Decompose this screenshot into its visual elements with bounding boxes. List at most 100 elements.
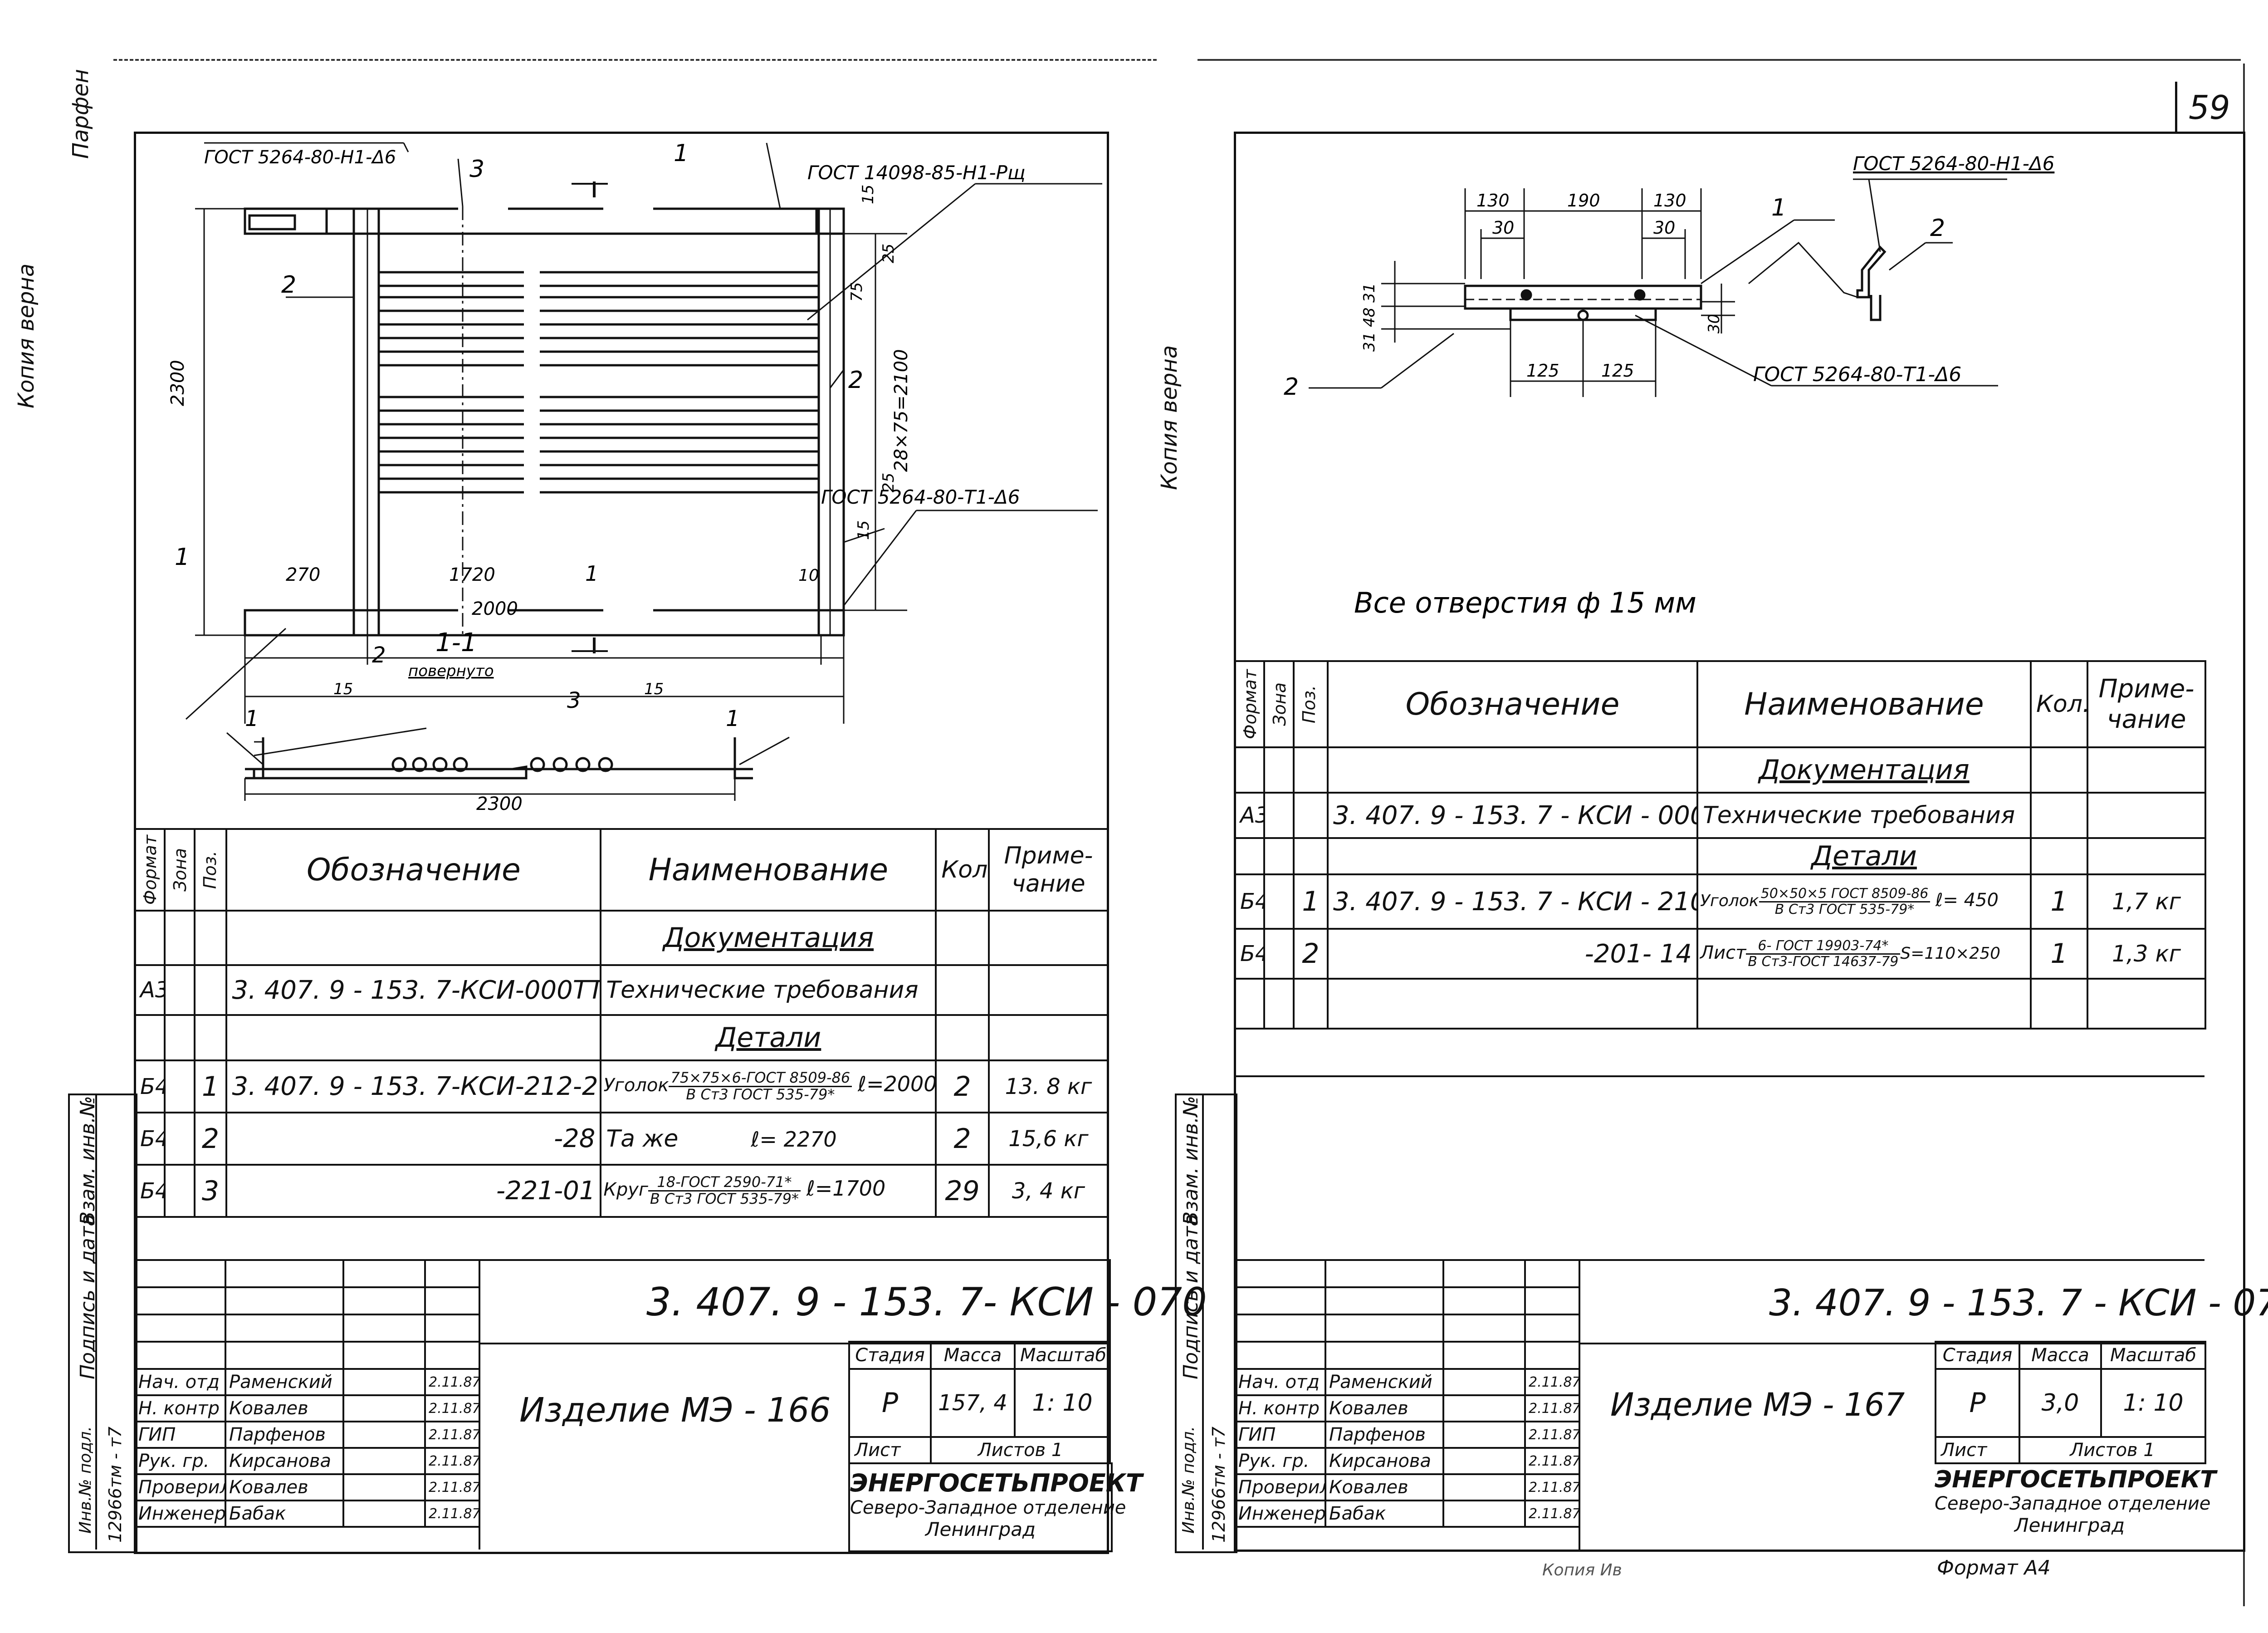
hdr-format: Формат	[134, 828, 166, 912]
table-row: Б42 -28 Та жеℓ= 2270 215,6 кг	[134, 1112, 1110, 1166]
r-doc-code: 3. 407. 9 - 153. 7 - КСИ - 071	[1769, 1282, 2268, 1324]
hdr-note: Приме-чание	[987, 828, 1110, 912]
inv-no-left: 12966тм - т7	[105, 1427, 125, 1543]
left-drawing: ГОСТ 5264-80-Н1-Δ6 ГОСТ 14098-85-Н1-Рщ Г…	[167, 140, 1102, 814]
dim-15-bottom: 15	[855, 520, 873, 540]
section-pos-2: 2	[372, 642, 386, 668]
dim-25-bottom: 25	[880, 473, 898, 492]
page-number-box	[2175, 82, 2245, 134]
bottom-copy-note: Копия Ив	[1542, 1561, 1622, 1579]
gost-bottom: ГОСТ 5264-80-Т1-Δ6	[1753, 363, 1961, 386]
dim-270: 270	[286, 564, 320, 585]
dim-15-top: 15	[859, 185, 877, 204]
r-dim-30b: 30	[1653, 218, 1675, 238]
doc-code: 3. 407. 9 - 153. 7- КСИ - 070	[646, 1280, 1207, 1325]
section-pos-1-right: 1	[726, 706, 740, 731]
band-label-inv: Инв.№ подл.	[76, 1426, 95, 1534]
pos-2-right: 2	[848, 367, 863, 394]
r-dim-125a: 125	[1526, 361, 1559, 381]
dim-25-top: 25	[880, 244, 898, 263]
pos-1-bottom: 1	[175, 544, 190, 571]
dim-10: 10	[798, 566, 819, 585]
right-side-band	[1175, 1094, 1237, 1553]
right-spec-table: Формат Зона Поз. Обозначение Наименовани…	[1234, 660, 2206, 1030]
r-dim-30c: 30	[1705, 314, 1723, 333]
r-product-title: Изделие МЭ - 167	[1610, 1386, 1905, 1423]
table-row: Б41 3. 407. 9 - 153. 7-КСИ-212-27 Уголок…	[134, 1059, 1110, 1113]
dim-2000: 2000	[472, 598, 518, 619]
r-dim-190: 190	[1567, 191, 1600, 211]
r-dim-130a: 130	[1476, 191, 1510, 211]
hdr-designation: Обозначение	[225, 828, 602, 912]
top-dashed-line	[113, 59, 1157, 61]
band-label-replace: Взам. инв.№	[76, 1096, 99, 1225]
section-mark-bottom: 1	[585, 561, 598, 586]
r-band-label-sign: Подпись и дата	[1179, 1214, 1202, 1379]
r-pos-1: 1	[1771, 194, 1786, 221]
section-pos-1-left: 1	[245, 706, 259, 731]
holes-note: Все отверстия ф 15 мм	[1354, 586, 1696, 619]
section-dim-15-left: 15	[333, 680, 353, 698]
dim-75: 75	[848, 282, 866, 302]
left-spec-table: Формат Зона Поз. Обозначение Наименовани…	[134, 828, 1110, 1218]
section-parts: Детали	[600, 1014, 937, 1061]
hdr-name: Наименование	[600, 828, 937, 912]
hdr-pos: Поз.	[193, 828, 228, 912]
r-dim-130b: 130	[1653, 191, 1686, 211]
section-pos-3: 3	[567, 688, 581, 713]
dim-2300: 2300	[167, 360, 188, 406]
r-pos-2-right: 2	[1930, 215, 1945, 242]
rod-group-lower	[379, 396, 819, 494]
rod-group-upper	[379, 271, 819, 367]
dim-1720: 1720	[449, 564, 495, 585]
gost-bottom-right: ГОСТ 5264-80-Т1-Δ6	[821, 486, 1020, 508]
section-docs: Документация	[600, 910, 937, 966]
gost-top-right: ГОСТ 14098-85-Н1-Рщ	[807, 162, 1026, 184]
hdr-qty: Кол.	[935, 828, 990, 912]
section-1-1-shape	[226, 727, 790, 801]
r-dim-left: 31 48 31	[1360, 283, 1378, 352]
r-org-block: ЭНЕРГОСЕТЬПРОЕКТ Северо-Западное отделен…	[1935, 1466, 2216, 1536]
section-sub: повернуто	[408, 662, 494, 680]
pos-1-top: 1	[674, 140, 689, 167]
dim-28x75: 28×75=2100	[891, 349, 912, 472]
product-title: Изделие МЭ - 166	[519, 1391, 831, 1430]
r-band-label-replace: Взам. инв.№	[1179, 1096, 1202, 1225]
r-dim-30a: 30	[1492, 218, 1514, 238]
r-pos-2-left: 2	[1284, 373, 1299, 401]
band-label-sign: Подпись и дата	[76, 1214, 99, 1379]
table-row: А3 3. 407. 9 - 153. 7 - КСИ - 000ТТ Техн…	[1234, 792, 2206, 839]
margin-sign-left: Парфен	[68, 69, 93, 159]
org-block: ЭНЕРГОСЕТЬПРОЕКТ Северо-Западное отделен…	[848, 1462, 1143, 1552]
pos-2-left: 2	[281, 271, 296, 299]
table-row: Б41 3. 407. 9 - 153. 7 - КСИ - 210 - 17 …	[1234, 873, 2206, 930]
hdr-zone: Зона	[163, 828, 196, 912]
margin-note-left: Копия верна	[14, 263, 39, 408]
page-number: 59	[2189, 88, 2230, 127]
r-dim-125b: 125	[1601, 361, 1634, 381]
r-section-docs: Документация	[1696, 746, 2032, 794]
inv-no-right: 12966тм - т7	[1209, 1427, 1229, 1543]
section-title: 1-1	[435, 628, 477, 657]
table-row: А3 3. 407. 9 - 153. 7-КСИ-000ТТ Техничес…	[134, 964, 1110, 1016]
right-drawing: ГОСТ 5264-80-Н1-Δ6 ГОСТ 5264-80-Т1-Δ6 1 …	[1284, 152, 2054, 619]
format-note: Формат А4	[1937, 1556, 2051, 1579]
top-right-line	[1198, 59, 2241, 61]
